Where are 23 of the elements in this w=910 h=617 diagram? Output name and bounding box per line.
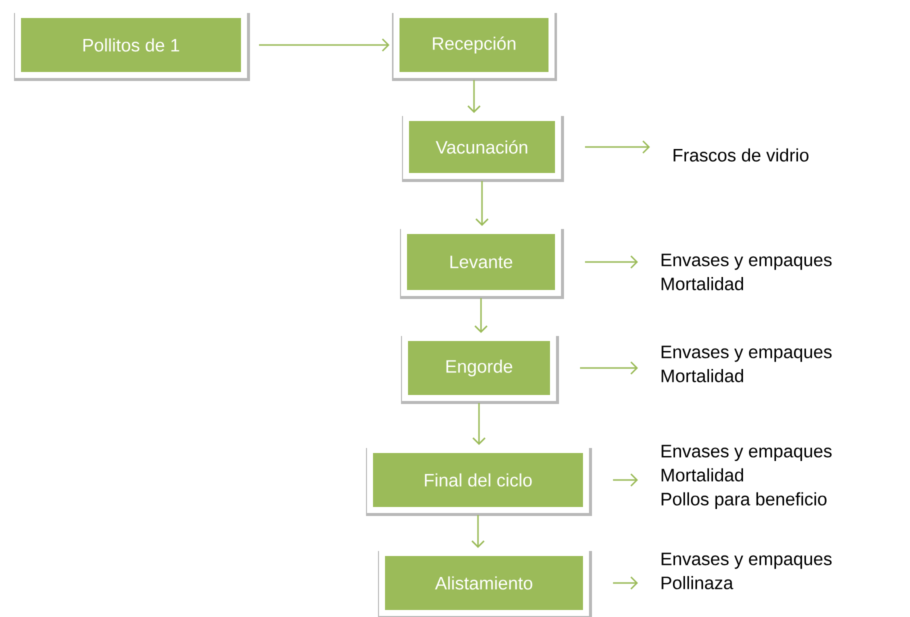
arrow (475, 181, 489, 226)
arrow (613, 576, 638, 590)
output-text: Envases y empaques Mortalidad Pollos para beneficio (662, 444, 832, 510)
process-box: Engorde (401, 335, 559, 404)
arrow (467, 80, 481, 113)
arrow (580, 361, 638, 375)
arrow (474, 298, 488, 333)
arrow (259, 38, 390, 52)
arrow (472, 403, 486, 445)
output-text: Envases y empaques Mortalidad (662, 254, 832, 290)
output-text: Envases y empaques Pollinaza (662, 552, 832, 590)
process-box: Pollitos de 1 (14, 12, 250, 81)
arrow (613, 473, 638, 487)
output-text: Envases y empaques Mortalidad (662, 346, 832, 382)
arrow (585, 255, 638, 269)
process-box: Levante (400, 228, 564, 299)
process-box: Recepción (392, 12, 557, 81)
process-box: Final del ciclo (366, 447, 592, 516)
process-box: Vacunación (402, 115, 564, 182)
process-box: Alistamiento (378, 550, 592, 617)
arrow (585, 140, 650, 154)
arrow (471, 515, 485, 548)
output-text: Frascos de vidrio (674, 148, 808, 162)
